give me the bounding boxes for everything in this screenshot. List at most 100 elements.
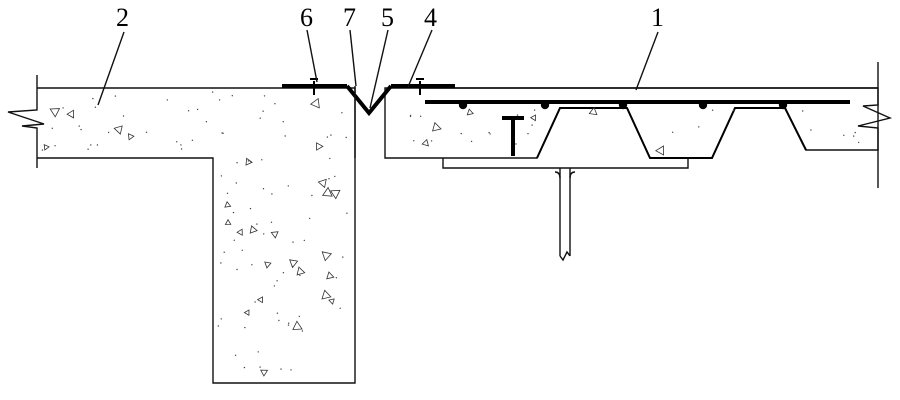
aggregate-dot	[262, 188, 265, 190]
aggregate-dot	[244, 326, 246, 329]
aggregate-dot	[220, 262, 222, 264]
reinforcement	[425, 100, 850, 110]
aggregate-dot	[282, 121, 284, 123]
aggregate-mark	[49, 108, 61, 118]
rebar-dot	[618, 100, 628, 110]
aggregate-mark	[289, 259, 299, 269]
rebar-dot	[778, 100, 788, 110]
aggregate-dot	[711, 109, 714, 111]
aggregate-dot	[339, 307, 341, 309]
aggregate-dot	[531, 124, 533, 126]
right-concrete-slab	[384, 62, 893, 188]
right-break-line	[857, 62, 893, 188]
aggregate-dot	[41, 149, 44, 151]
aggregate-dot	[292, 241, 294, 243]
aggregate-dot	[533, 109, 536, 111]
aggregate-dot	[698, 126, 700, 128]
aggregate-dot	[187, 110, 190, 112]
aggregate-dot	[217, 325, 219, 327]
aggregate-dot	[284, 135, 286, 137]
aggregate-dot	[176, 141, 178, 143]
aggregate-dot	[274, 103, 276, 105]
leader-line-1	[635, 31, 659, 91]
aggregate-dot	[263, 95, 266, 97]
aggregate-dot	[488, 131, 490, 134]
aggregate-dot	[419, 115, 422, 118]
aggregate-dot	[853, 135, 855, 137]
rebar-dots	[458, 100, 788, 110]
aggregate-mark	[321, 186, 333, 197]
aggregate-dot	[223, 251, 225, 253]
aggregate-dot	[92, 97, 94, 100]
aggregate-dot	[262, 110, 264, 112]
aggregate-dot	[329, 157, 331, 160]
aggregate-mark	[326, 271, 335, 280]
aggregate-dot	[341, 112, 343, 114]
aggregate-mark	[309, 97, 320, 109]
label-part-5: 5	[381, 3, 394, 32]
part-labels: 2 6 7 5 4 1	[116, 3, 664, 32]
aggregate-dot	[515, 143, 517, 145]
aggregate-dot	[409, 114, 412, 117]
aggregate-dot	[54, 145, 56, 147]
aggregate-dot	[90, 144, 92, 146]
aggregate-dot	[326, 136, 329, 138]
aggregate-dot	[470, 140, 473, 143]
aggregate-dot	[309, 217, 311, 220]
aggregate-dot	[122, 115, 125, 117]
aggregate-mark	[432, 121, 442, 132]
aggregate-dot	[290, 369, 292, 371]
aggregate-dot	[211, 91, 214, 93]
concrete-aggregate-texture	[41, 91, 860, 377]
aggregate-dot	[413, 140, 415, 142]
aggregate-dot	[672, 131, 674, 133]
aggregate-dot	[263, 233, 265, 235]
aggregate-dot	[802, 110, 804, 112]
aggregate-mark	[296, 266, 306, 276]
aggregate-dot	[335, 277, 338, 279]
aggregate-dot	[241, 249, 243, 251]
aggregate-dot	[226, 192, 229, 194]
aggregate-mark	[328, 298, 335, 305]
label-part-4: 4	[424, 3, 437, 32]
aggregate-dot	[430, 140, 433, 142]
aggregate-dot	[96, 144, 99, 146]
aggregate-mark	[316, 142, 324, 151]
shear-stud	[502, 116, 524, 156]
aggregate-dot	[303, 239, 305, 242]
aggregate-dot	[276, 280, 278, 282]
label-part-6: 6	[300, 3, 313, 32]
aggregate-dot	[299, 274, 301, 277]
rebar-dot	[458, 100, 468, 110]
aggregate-dot	[527, 133, 529, 135]
aggregate-dot	[236, 162, 238, 164]
aggregate-dot	[62, 107, 64, 109]
aggregate-dot	[334, 175, 336, 178]
rebar-dot	[698, 100, 708, 110]
aggregate-dot	[87, 148, 89, 150]
aggregate-dot	[94, 106, 97, 108]
aggregate-dot	[235, 182, 237, 184]
aggregate-dot	[282, 272, 285, 274]
aggregate-dot	[251, 264, 253, 266]
aggregate-dot	[270, 221, 273, 223]
aggregate-mark	[421, 138, 429, 147]
aggregate-dot	[257, 351, 259, 353]
aggregate-dot	[180, 148, 183, 150]
steel-beam-fillet	[554, 171, 576, 179]
aggregate-dot	[854, 131, 856, 134]
aggregate-mark	[243, 309, 250, 317]
leader-line-7	[349, 29, 357, 87]
profiled-steel-deck	[536, 107, 807, 159]
aggregate-dot	[80, 128, 82, 131]
expansion-joint-assembly	[282, 78, 455, 158]
leader-line-4	[407, 29, 433, 88]
aggregate-dot	[346, 212, 348, 214]
aggregate-mark	[292, 320, 303, 331]
aggregate-dot	[78, 125, 80, 127]
aggregate-dot	[180, 144, 182, 146]
aggregate-dot	[233, 239, 235, 241]
aggregate-dot	[273, 285, 276, 287]
aggregate-mark	[321, 289, 332, 300]
